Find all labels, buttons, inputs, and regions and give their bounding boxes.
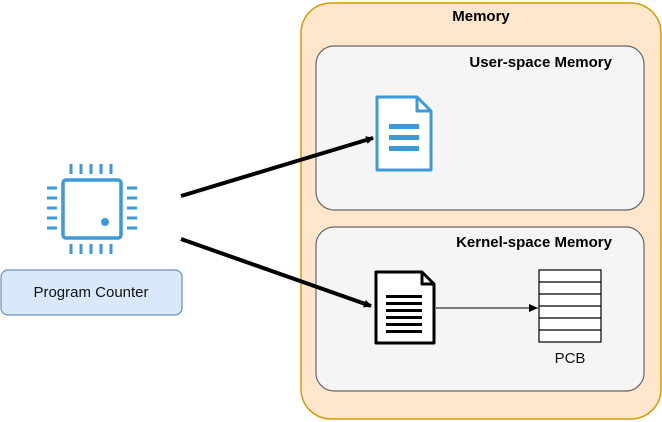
kernel-space-title: Kernel-space Memory — [456, 234, 612, 251]
memory-title: Memory — [452, 8, 510, 25]
user-space-title: User-space Memory — [469, 54, 612, 71]
kernel-document-icon — [374, 270, 436, 345]
program-counter-label: Program Counter — [33, 284, 149, 301]
program-counter-box — [0, 269, 183, 316]
kernel-space-box — [315, 226, 645, 392]
pcb-table-icon — [538, 269, 602, 343]
cpu-to-user-arrow — [180, 136, 374, 198]
cpu-chip-icon — [47, 164, 137, 254]
pcb-label: PCB — [554, 350, 586, 367]
cpu-to-kernel-arrow — [180, 237, 372, 308]
document-icon — [375, 95, 433, 172]
